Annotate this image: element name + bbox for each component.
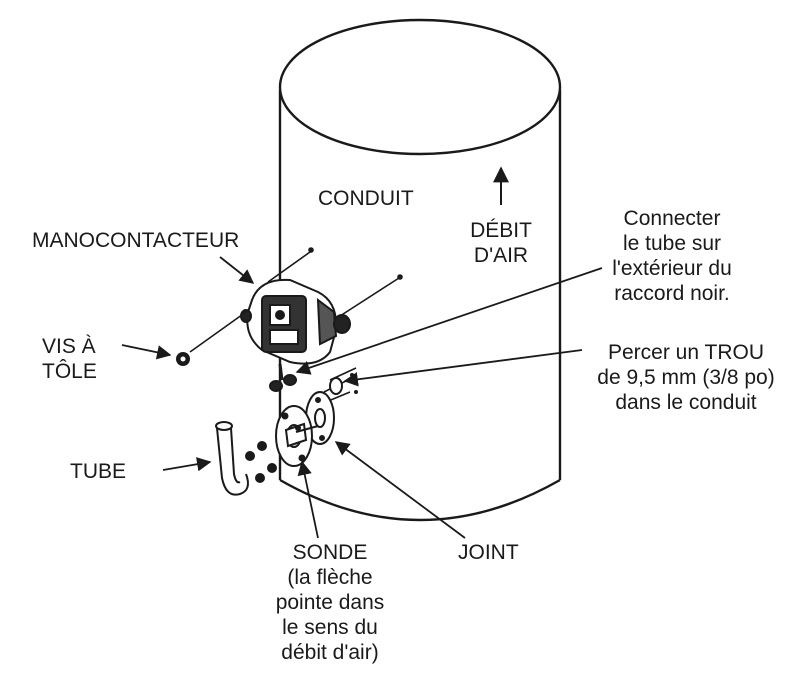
tube-label: TUBE — [70, 460, 127, 483]
probe-label: SONDE (la flèche pointe dans le sens du … — [260, 540, 400, 665]
drill-note-line2: de 9,5 mm (3/8 po) — [597, 366, 775, 389]
callout-arrows — [121, 256, 603, 539]
screw-label-line1: VIS À — [42, 335, 96, 358]
duct-hole-icon — [329, 373, 358, 395]
probe-label-line3: pointe dans — [275, 591, 385, 614]
pressure-switch-icon — [240, 278, 351, 392]
screw-label: VIS À TÔLE — [42, 334, 97, 384]
gasket-icon — [305, 391, 335, 445]
conduit-label: CONDUIT — [318, 187, 414, 210]
mounting-guides — [189, 247, 403, 403]
drill-note-line1: Percer un TROU — [608, 341, 764, 364]
probe-label-line2: (la flèche — [287, 566, 373, 589]
airflow-label-line2: D'AIR — [473, 244, 529, 267]
airflow-label-line1: DÉBIT — [470, 219, 532, 242]
connect-note-line1: Connecter — [623, 207, 721, 230]
airflow-label: DÉBIT D'AIR — [451, 218, 551, 268]
probe-label-line4: le sens du — [282, 616, 378, 639]
pressure-switch-label: MANOCONTACTEUR — [32, 229, 240, 252]
probe-label-line5: débit d'air) — [281, 641, 379, 664]
gasket-label: JOINT — [458, 541, 519, 564]
probe-screws — [245, 441, 277, 483]
duct-cylinder — [278, 18, 562, 522]
drill-note-line3: dans le conduit — [615, 391, 757, 414]
connect-note-line3: l'extérieur du — [612, 257, 732, 280]
connect-note-line2: le tube sur — [622, 232, 722, 255]
tube-icon — [215, 421, 249, 496]
connect-note-line4: raccord noir. — [614, 282, 730, 305]
probe-flange-icon — [275, 405, 319, 467]
connect-note: Connecter le tube sur l'extérieur du rac… — [572, 206, 772, 306]
drill-note: Percer un TROU de 9,5 mm (3/8 po) dans l… — [580, 340, 792, 415]
screw-label-line2: TÔLE — [42, 360, 97, 383]
probe-label-line1: SONDE — [292, 541, 368, 564]
sheet-metal-screw-icon — [176, 352, 190, 366]
